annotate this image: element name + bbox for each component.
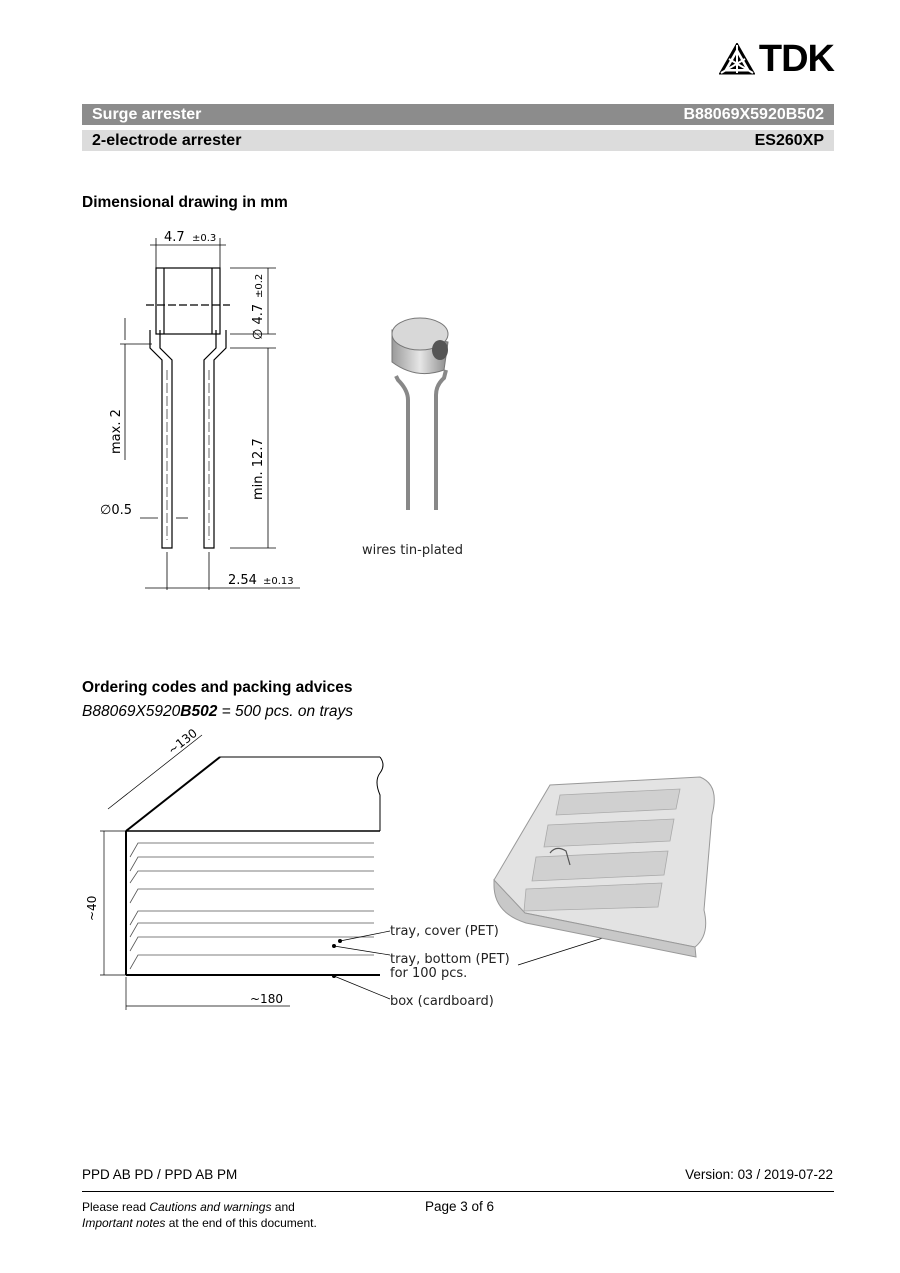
dim-180-label: ~180 bbox=[250, 992, 283, 1006]
header-band-secondary: 2-electrode arrester ES260XP bbox=[82, 130, 834, 151]
dim-130-label: ~130 bbox=[165, 726, 200, 757]
tdk-emblem-icon bbox=[718, 42, 755, 74]
footer-note-important: Important notes bbox=[82, 1216, 166, 1230]
page-number: Page 3 of 6 bbox=[425, 1199, 495, 1214]
footer-department: PPD AB PD / PPD AB PM bbox=[82, 1167, 238, 1182]
footer-note-text-2: and bbox=[271, 1200, 295, 1214]
header-band-primary: Surge arrester B88069X5920B502 bbox=[82, 104, 834, 125]
footer-note-cautions: Cautions and warnings bbox=[149, 1200, 272, 1214]
packing-drawing: ~130 ~40 ~180 tray, cover (PET) tray, bo… bbox=[85, 726, 715, 1010]
dim-diameter-label: ∅ 4.7 bbox=[251, 304, 266, 340]
dim-40-label: ~40 bbox=[85, 896, 99, 921]
dim-width-tol: ±0.3 bbox=[192, 233, 216, 244]
dim-min-label: min. 12.7 bbox=[251, 438, 266, 500]
ordering-code-suffix: = 500 pcs. on trays bbox=[217, 703, 354, 720]
label-tray-cover: tray, cover (PET) bbox=[390, 924, 499, 939]
dim-pitch-tol: ±0.13 bbox=[263, 576, 294, 587]
product-name: ES260XP bbox=[754, 131, 824, 149]
dimensional-drawing: 4.7 ±0.3 ∅ 4.7 ±0.2 max. 2 min. 12.7 ∅0.… bbox=[100, 230, 463, 590]
wires-label: wires tin-plated bbox=[362, 543, 463, 558]
dim-pitch-label: 2.54 bbox=[228, 573, 257, 588]
tray-3d-icon bbox=[493, 776, 715, 958]
label-tray-bottom-qty: for 100 pcs. bbox=[390, 966, 467, 981]
footer-rule bbox=[82, 1191, 834, 1192]
label-box: box (cardboard) bbox=[390, 994, 494, 1009]
ordering-code-prefix: B88069X5920 bbox=[82, 703, 181, 720]
dim-max-label: max. 2 bbox=[109, 409, 124, 454]
ordering-code-bold: B502 bbox=[180, 703, 218, 720]
label-tray-bottom: tray, bottom (PET) bbox=[390, 952, 510, 967]
dim-wire-label: ∅0.5 bbox=[100, 503, 132, 518]
arrester-3d-icon bbox=[391, 317, 449, 510]
ordering-heading: Ordering codes and packing advices bbox=[82, 679, 353, 696]
tdk-logo: TDK bbox=[718, 38, 835, 81]
part-number: B88069X5920B502 bbox=[683, 105, 824, 123]
ordering-code: B88069X5920B502 = 500 pcs. on trays bbox=[82, 703, 353, 721]
footer-note-text-1: Please read bbox=[82, 1200, 150, 1214]
dim-diameter-tol: ±0.2 bbox=[254, 274, 265, 298]
dimensional-heading: Dimensional drawing in mm bbox=[82, 194, 288, 211]
logo-text: TDK bbox=[758, 38, 835, 80]
product-type: Surge arrester bbox=[92, 105, 202, 123]
product-subtype: 2-electrode arrester bbox=[92, 131, 242, 149]
dim-width-label: 4.7 bbox=[164, 230, 185, 245]
footer-version: Version: 03 / 2019-07-22 bbox=[685, 1167, 833, 1182]
footer-note-text-3: at the end of this document. bbox=[165, 1216, 317, 1230]
footer-note: Please read Cautions and warnings and Im… bbox=[82, 1199, 317, 1231]
